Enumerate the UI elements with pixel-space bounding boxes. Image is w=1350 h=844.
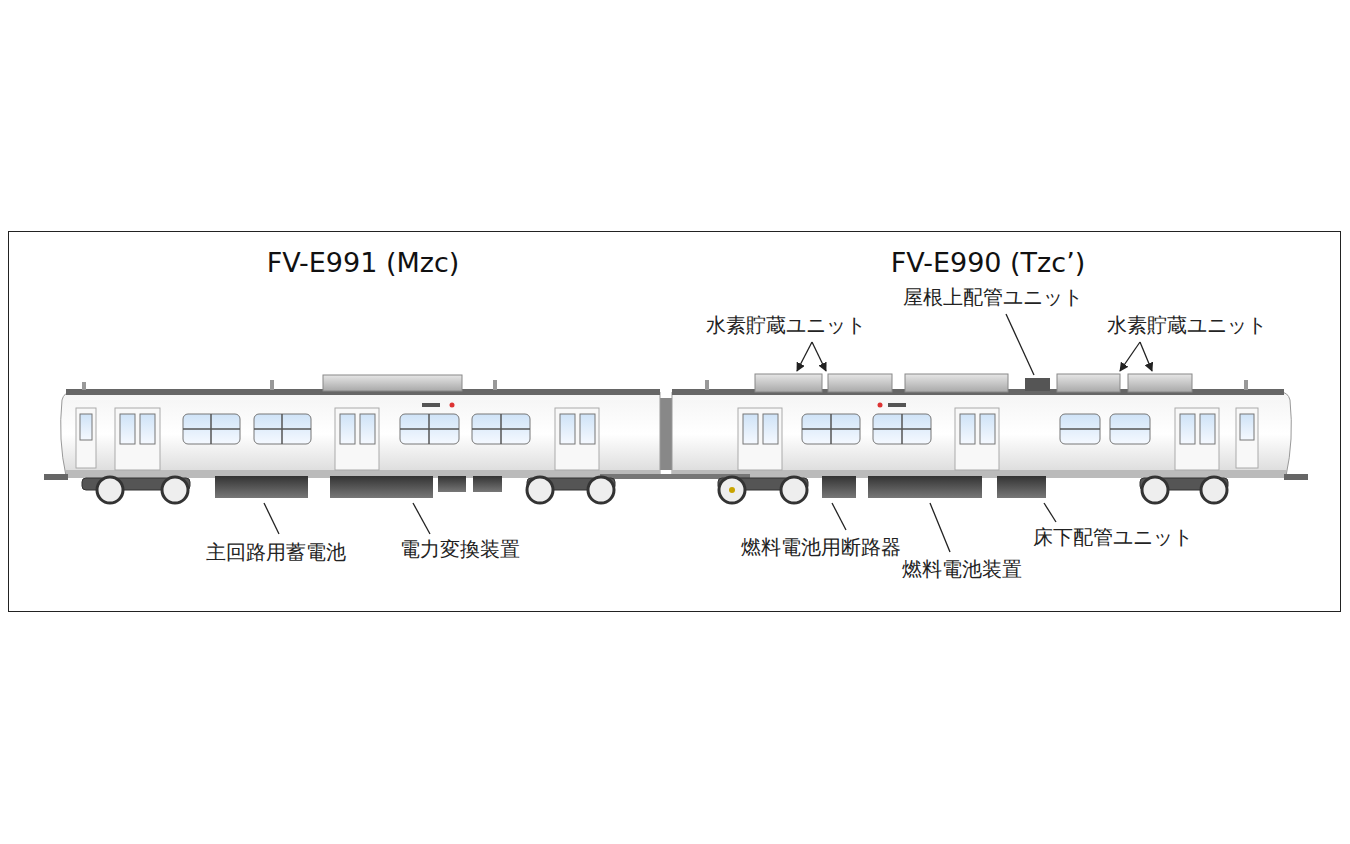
part-label: 水素貯蔵ユニット (1105, 314, 1269, 337)
car-title: FV-E991 (Mzc) (267, 247, 460, 278)
part-label: 燃料電池装置 (900, 558, 1024, 581)
part-label: 主回路用蓄電池 (204, 541, 348, 564)
part-label: 床下配管ユニット (1031, 526, 1195, 549)
car-title: FV-E990 (Tzc’) (891, 247, 1086, 278)
part-label: 電力変換装置 (398, 538, 522, 561)
part-label: 屋根上配管ユニット (901, 286, 1085, 309)
part-label: 水素貯蔵ユニット (704, 314, 868, 337)
part-label: 燃料電池用断路器 (739, 536, 903, 559)
